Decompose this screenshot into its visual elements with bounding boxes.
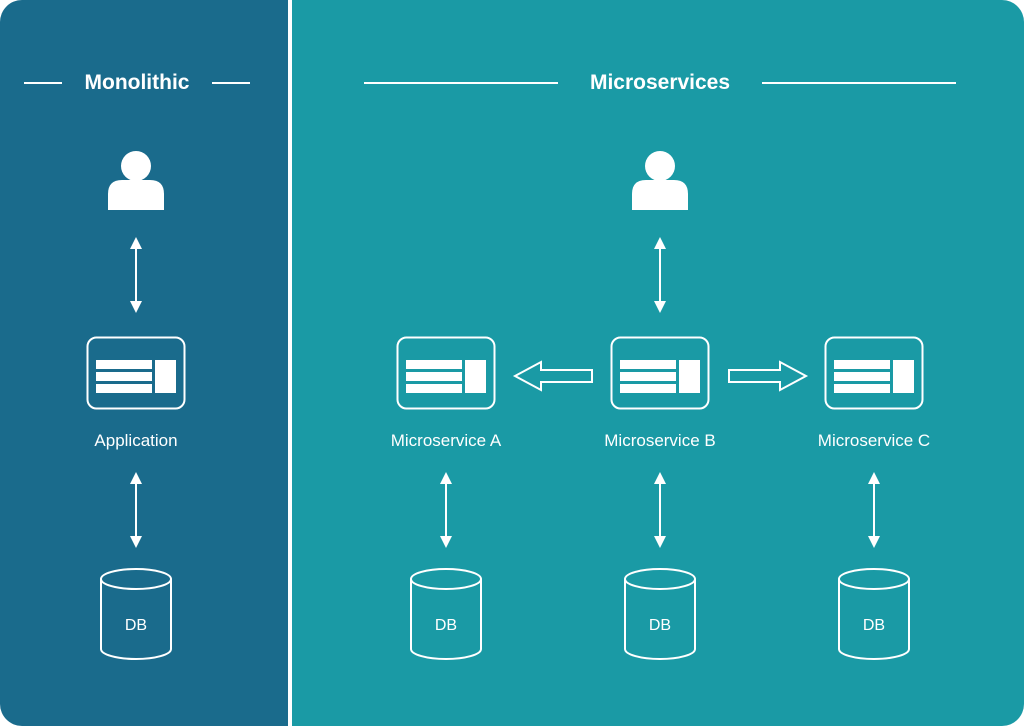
app-window-icon bbox=[824, 336, 924, 410]
heading-rule-left bbox=[364, 82, 558, 84]
bidirectional-arrow-icon bbox=[653, 236, 667, 314]
db-label: DB bbox=[125, 617, 147, 634]
heading-rule-right bbox=[212, 82, 250, 84]
bidirectional-arrow-icon bbox=[439, 471, 453, 549]
user-icon bbox=[632, 151, 688, 210]
user-icon bbox=[108, 151, 164, 210]
microservice-b-label: Microservice B bbox=[604, 431, 716, 450]
microservice-c-label: Microservice C bbox=[817, 431, 931, 450]
db-label: DB bbox=[649, 617, 671, 634]
heading-rule-left bbox=[24, 82, 62, 84]
database-icon bbox=[410, 568, 482, 660]
monolithic-title: Monolithic bbox=[84, 71, 190, 94]
database-icon bbox=[100, 568, 172, 660]
app-window-icon bbox=[396, 336, 496, 410]
application-label: Application bbox=[94, 431, 178, 450]
bidirectional-arrow-icon bbox=[129, 471, 143, 549]
heading-rule-right bbox=[762, 82, 956, 84]
bidirectional-arrow-icon bbox=[867, 471, 881, 549]
app-window-icon bbox=[610, 336, 710, 410]
microservices-title: Microservices bbox=[589, 71, 731, 94]
db-label: DB bbox=[435, 617, 457, 634]
hollow-arrow-icon bbox=[512, 360, 593, 392]
hollow-arrow-icon bbox=[728, 360, 809, 392]
database-icon bbox=[624, 568, 696, 660]
bidirectional-arrow-icon bbox=[653, 471, 667, 549]
database-icon bbox=[838, 568, 910, 660]
app-window-icon bbox=[86, 336, 186, 410]
microservice-a-label: Microservice A bbox=[390, 431, 502, 450]
bidirectional-arrow-icon bbox=[129, 236, 143, 314]
db-label: DB bbox=[863, 617, 885, 634]
